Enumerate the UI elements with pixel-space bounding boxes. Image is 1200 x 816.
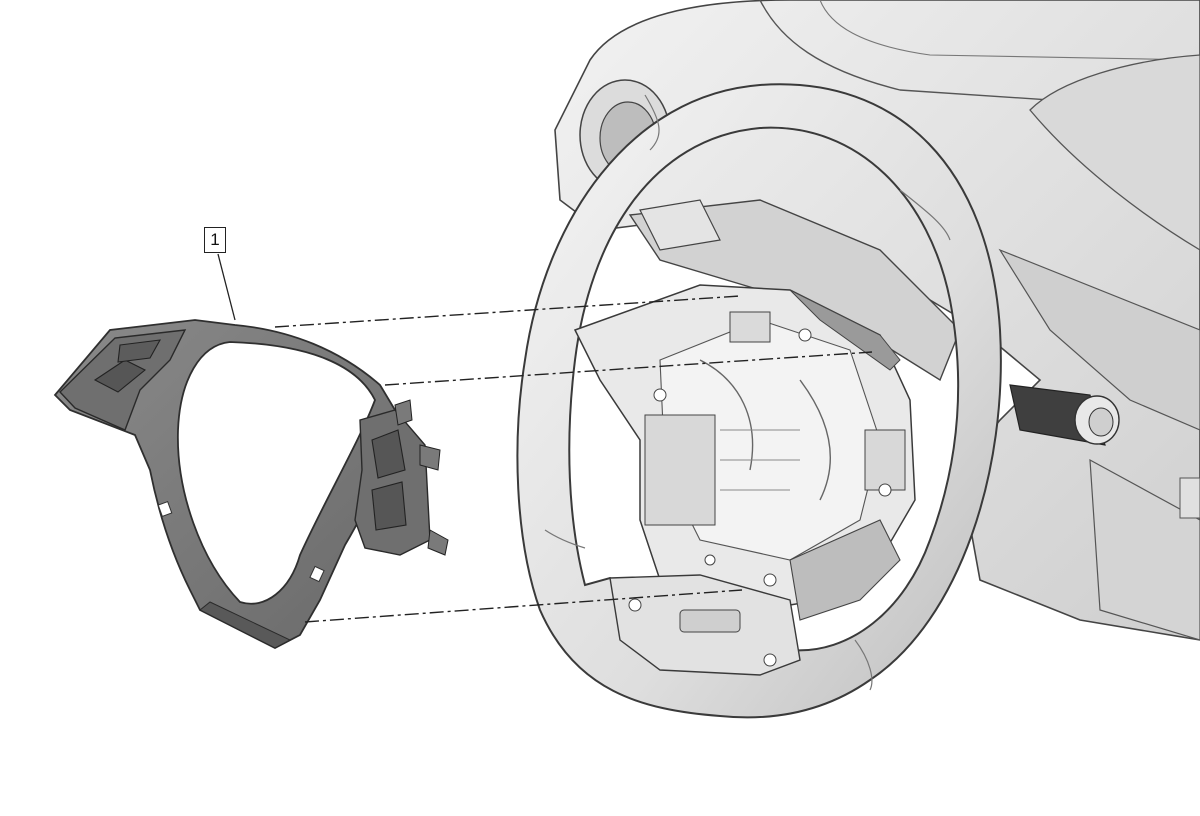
alignment-line-bottom: [304, 589, 743, 623]
alignment-line-top: [274, 295, 741, 328]
callout-leader-line: [217, 253, 236, 321]
steering-wheel: [516, 83, 1002, 719]
switch-bezel-part: [53, 319, 449, 650]
callout-number-label: 1: [210, 230, 220, 249]
column-stalk: [1009, 384, 1120, 446]
alignment-line-middle: [384, 351, 873, 386]
callout-number-box: 1: [204, 227, 226, 253]
wheel-hub-bracket: [573, 284, 916, 676]
dashboard-panel: [554, 0, 1200, 641]
alignment-lines: [274, 295, 873, 623]
